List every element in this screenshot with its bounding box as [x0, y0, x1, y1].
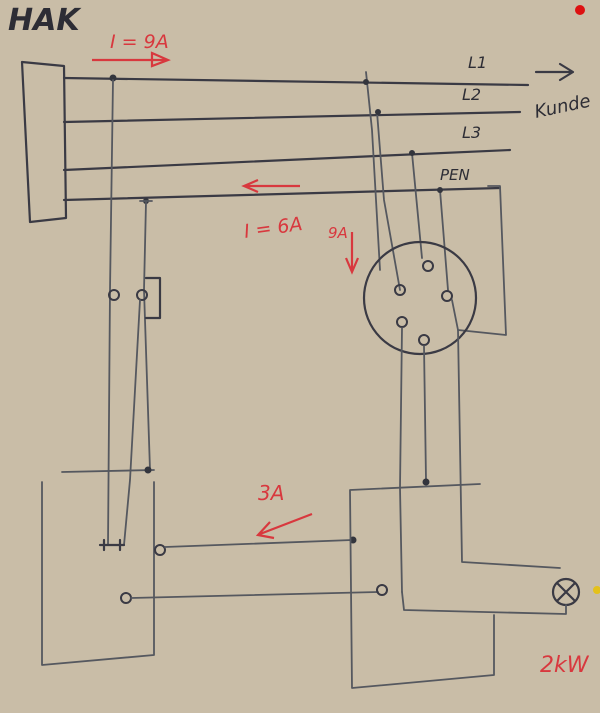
wire-from-terminal: [123, 299, 141, 546]
junction-enclosure: [144, 466, 152, 474]
arrow-current-3a-icon: [255, 512, 313, 540]
drop-l2: [376, 111, 401, 291]
label-l3: L3: [462, 123, 481, 142]
pen-return: [457, 185, 507, 336]
label-pen: PEN: [440, 166, 470, 184]
socket-pin-3: [441, 290, 453, 302]
junction-drop-l2: [375, 109, 381, 115]
label-l1: L1: [468, 53, 487, 72]
feeder-left: [107, 79, 114, 546]
socket-wire-b: [423, 345, 427, 481]
conductor-l3: [62, 148, 512, 172]
conductor-l1: [62, 76, 530, 87]
socket-outlet: [362, 240, 478, 356]
hak-box: [20, 60, 68, 224]
switch-contact: [98, 538, 126, 552]
junction-drop-l1: [363, 79, 369, 85]
arrow-current-pen-icon: [241, 178, 300, 194]
drop-pen: [439, 189, 449, 291]
socket-pin-5: [418, 334, 430, 346]
wire-lower: [130, 591, 379, 599]
drop-l3: [411, 152, 423, 259]
socket-pin-4: [396, 316, 408, 328]
wire-upper: [164, 539, 353, 548]
socket-wire-c: [451, 299, 561, 569]
label-l2: L2: [462, 85, 481, 104]
socket-pin-1: [394, 284, 406, 296]
load-label: 2kW: [540, 653, 590, 678]
terminal-left-1: [108, 289, 120, 301]
terminal-lower-1: [154, 544, 166, 556]
conductor-pen: [62, 186, 502, 202]
junction-socket-b: [422, 478, 430, 486]
terminal-lower-right: [376, 584, 388, 596]
junction-l1: [109, 74, 117, 82]
enclosure-left: [41, 469, 155, 666]
enclosure-right: [349, 483, 495, 689]
terminal-left-2: [136, 289, 148, 301]
junction-drop-pen: [437, 187, 443, 193]
pushpin-yellow: [593, 586, 600, 594]
current-in-label: I = 9A: [110, 31, 169, 53]
socket-wire-a: [399, 327, 403, 593]
conductor-l2: [62, 110, 522, 124]
arrow-current-in-icon: [92, 51, 171, 68]
current-3a-label: 3A: [258, 481, 284, 505]
lamp-return: [401, 591, 567, 615]
arrow-to-kunde-icon: [534, 62, 575, 82]
junction-drop-l3: [409, 150, 415, 156]
socket-pin-2: [422, 260, 434, 272]
hak-label: HAK: [8, 3, 82, 38]
pushpin-red: [575, 5, 585, 15]
arrow-current-9a-icon: [344, 232, 360, 275]
current-9a-label: 9A: [328, 224, 348, 242]
lamp-cross-icon: [555, 581, 577, 603]
bridge-terminal: [144, 276, 162, 320]
drop-l1: [365, 71, 381, 271]
